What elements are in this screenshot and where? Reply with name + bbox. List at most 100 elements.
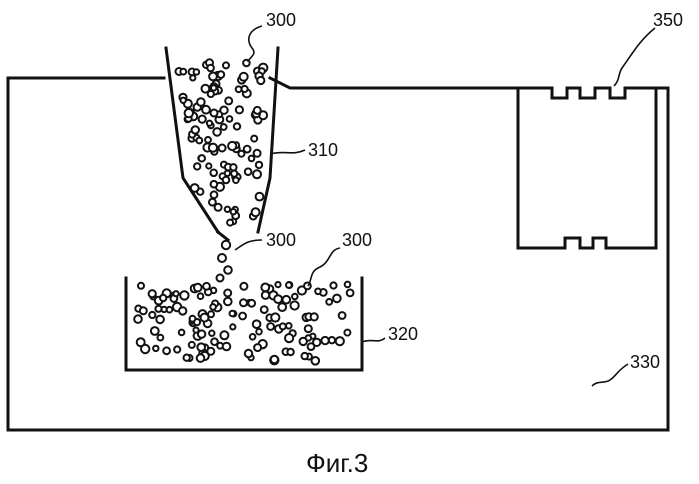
leader-310: [270, 150, 305, 154]
particle: [167, 307, 173, 313]
particle: [179, 307, 186, 314]
particle: [271, 313, 279, 321]
particle: [274, 295, 282, 303]
particle: [201, 314, 209, 322]
particle: [240, 73, 248, 81]
particle: [194, 69, 200, 75]
particle: [153, 346, 158, 351]
particle: [149, 290, 156, 297]
particle: [151, 327, 159, 335]
particle: [209, 331, 214, 336]
particle: [302, 353, 308, 359]
leader-300-right: [308, 248, 340, 286]
particle: [278, 303, 286, 311]
particle: [347, 290, 354, 297]
particle: [155, 306, 161, 312]
particle: [330, 282, 336, 288]
particle: [245, 350, 252, 357]
particle: [321, 337, 328, 344]
particle: [227, 116, 233, 122]
particle: [253, 170, 261, 178]
particle: [221, 124, 227, 130]
particle: [207, 348, 214, 355]
particle: [223, 62, 229, 68]
particle: [230, 164, 236, 170]
particle: [199, 116, 206, 123]
particle: [224, 266, 232, 274]
particle: [236, 106, 243, 113]
particle: [292, 294, 298, 300]
particle: [242, 86, 248, 92]
particle: [180, 69, 186, 75]
particle: [230, 311, 236, 317]
leader-350: [614, 28, 655, 86]
particle: [249, 156, 255, 162]
particle: [209, 73, 217, 81]
particle: [300, 338, 307, 345]
label-hopper: 310: [308, 140, 338, 160]
particle: [311, 313, 318, 320]
particle: [283, 296, 291, 304]
particle: [163, 347, 170, 354]
particle: [234, 123, 240, 129]
label-particles-mid: 300: [266, 230, 296, 250]
leader-320: [362, 338, 385, 342]
particle: [231, 209, 236, 214]
particle: [240, 283, 247, 290]
particle: [233, 177, 239, 183]
particle: [333, 295, 341, 303]
particle: [238, 151, 244, 157]
particle: [344, 330, 350, 336]
particle: [156, 316, 164, 324]
particle: [280, 323, 286, 329]
particle: [138, 283, 144, 289]
particle: [256, 162, 262, 168]
particle: [267, 323, 274, 330]
particle: [218, 254, 226, 262]
label-particles-top: 300: [266, 10, 296, 30]
particle: [160, 295, 166, 301]
leader-300-mid: [235, 240, 262, 250]
leader-330: [592, 364, 628, 386]
label-tray: 320: [388, 324, 418, 344]
particle: [197, 354, 205, 362]
particle: [285, 334, 293, 342]
figure-caption: Фиг.3: [306, 448, 368, 478]
particle: [211, 85, 216, 90]
particle: [256, 329, 262, 335]
particle: [326, 299, 332, 305]
particle: [345, 282, 351, 288]
particle: [184, 355, 190, 361]
particle: [336, 337, 344, 345]
particle: [210, 304, 216, 310]
particle: [254, 150, 261, 157]
particle: [223, 343, 231, 351]
label-particles-right: 300: [342, 230, 372, 250]
chamber-outline: [8, 78, 668, 430]
particle: [220, 331, 228, 339]
particle: [192, 126, 199, 133]
particle: [191, 184, 199, 192]
label-chamber: 330: [630, 352, 660, 372]
particle: [225, 97, 232, 104]
particle: [228, 142, 236, 150]
particle: [199, 155, 205, 161]
particle: [254, 107, 261, 114]
particle: [194, 163, 200, 169]
particle: [196, 138, 202, 144]
particle: [262, 292, 269, 299]
particle: [213, 128, 221, 136]
particle: [217, 275, 224, 282]
particle: [197, 98, 205, 106]
particle: [224, 290, 231, 297]
particle: [219, 145, 226, 152]
particle: [202, 106, 210, 114]
particle: [261, 306, 268, 313]
particle: [225, 207, 230, 212]
particle: [339, 312, 346, 319]
particle: [287, 349, 293, 355]
particle: [261, 284, 269, 292]
particle: [211, 191, 218, 198]
particle: [205, 137, 211, 143]
